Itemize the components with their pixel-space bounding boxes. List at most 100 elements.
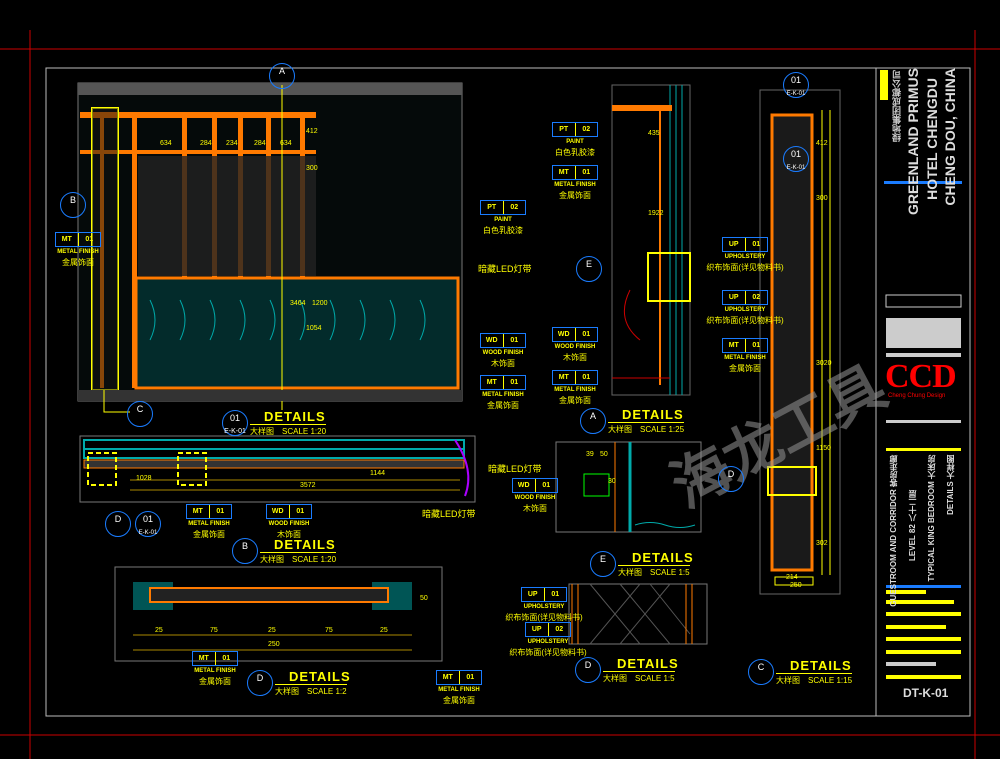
tag-chinese-label: 木饰面 xyxy=(563,353,587,362)
dimension-label: 25 xyxy=(155,627,163,634)
detail-cn: 大样图 xyxy=(250,427,274,436)
section-id[interactable]: E xyxy=(585,259,592,269)
detail-id: D xyxy=(584,660,592,670)
dimension-label: 75 xyxy=(210,627,218,634)
detail-id: E xyxy=(599,554,606,564)
tag-chinese-label: 金属饰面 xyxy=(193,530,225,539)
detail-cn: 大样图 xyxy=(618,568,642,577)
title-block-graphics xyxy=(880,70,962,679)
detail-subtitle: 大样图 SCALE 1:15 xyxy=(776,673,853,686)
section-ref: E-K-01 xyxy=(138,530,158,536)
project-line-1: GREENLAND PRIMUS xyxy=(905,68,921,216)
tag-number: 02 xyxy=(555,626,564,633)
tag-chinese-label: 木饰面 xyxy=(523,504,547,513)
tag-chinese-label: 金属饰面 xyxy=(443,696,475,705)
dimension-label: 39 xyxy=(586,451,594,458)
tag-number: 01 xyxy=(582,374,591,381)
drawing-line-1: GUESTROOM AND CORRIDOR 客房走廊 xyxy=(889,455,898,607)
tag-chinese-label: 木饰面 xyxy=(491,359,515,368)
tag-number: 02 xyxy=(752,294,761,301)
section-ref: E-K-01 xyxy=(786,165,806,171)
dimension-label: 302 xyxy=(816,540,828,547)
section-id[interactable]: B xyxy=(69,195,76,205)
section-id[interactable]: 01 xyxy=(790,149,801,159)
section-marker: D xyxy=(718,466,744,492)
detail-title: DETAILS xyxy=(289,669,351,684)
tag-english-label: UPHOLSTERY xyxy=(527,639,569,645)
dimension-label: 30 xyxy=(608,478,616,485)
section-id[interactable]: A xyxy=(278,66,285,76)
tag-number: 01 xyxy=(752,342,761,349)
detail-cn: 大样图 xyxy=(608,425,632,434)
tag-code: MT xyxy=(193,652,216,665)
tag-english-label: METAL FINISH xyxy=(438,687,480,693)
detail-d-plan xyxy=(114,566,443,662)
tag-number: 01 xyxy=(510,379,519,386)
section-marker: A xyxy=(269,63,295,89)
detail-scale: SCALE 1:15 xyxy=(808,676,853,685)
dimension-label: 300 xyxy=(306,165,318,172)
dimension-label: 435 xyxy=(648,130,660,137)
dimension-label: 25 xyxy=(380,627,388,634)
detail-id: C xyxy=(757,662,765,672)
detail-cn: 大样图 xyxy=(776,676,800,685)
tag-english-label: WOOD FINISH xyxy=(482,350,524,356)
detail-cn: 大样图 xyxy=(260,555,284,564)
detail-b xyxy=(79,435,476,503)
tag-english-label: METAL FINISH xyxy=(188,521,230,527)
material-tag: MT 01 xyxy=(186,504,232,519)
detail-scale: SCALE 1:25 xyxy=(640,425,685,434)
tag-number: 01 xyxy=(582,331,591,338)
dimension-label: 634 xyxy=(160,140,172,147)
dimension-label: 412 xyxy=(816,140,828,147)
tag-english-label: METAL FINISH xyxy=(482,392,524,398)
detail-cn: 大样图 xyxy=(603,674,627,683)
section-id[interactable]: 01 xyxy=(142,514,153,524)
detail-marker: C xyxy=(748,659,774,685)
drawing-line-4: DETAILS 大样图 xyxy=(946,455,955,515)
detail-subtitle: 大样图 SCALE 1:20 xyxy=(260,552,337,565)
project-line-3: CHENG DOU, CHINA xyxy=(942,68,958,206)
tag-english-label: WOOD FINISH xyxy=(554,344,596,350)
section-id[interactable]: C xyxy=(136,404,144,414)
dimension-label: 412 xyxy=(306,128,318,135)
tag-number: 01 xyxy=(510,337,519,344)
section-id[interactable]: D xyxy=(727,469,735,479)
section-id[interactable]: 01 xyxy=(790,75,801,85)
dimension-label: 1054 xyxy=(306,325,322,332)
detail-scale: SCALE 1:5 xyxy=(635,674,675,683)
dimension-label: 250 xyxy=(790,582,802,589)
tag-code: WD xyxy=(267,505,290,518)
sheet-frame xyxy=(0,30,1000,759)
detail-title: DETAILS xyxy=(617,656,679,671)
led-note: 暗藏LED灯带 xyxy=(422,509,476,519)
dimension-label: 1028 xyxy=(136,475,152,482)
tag-english-label: PAINT xyxy=(494,217,512,223)
tag-chinese-label: 木饰面 xyxy=(277,530,301,539)
tag-english-label: UPHOLSTERY xyxy=(523,604,565,610)
tag-code: MT xyxy=(187,505,210,518)
detail-subtitle: 大样图 SCALE 1:25 xyxy=(608,422,685,435)
tag-number: 01 xyxy=(85,236,94,243)
detail-cn: 大样图 xyxy=(275,687,299,696)
detail-id: 01 xyxy=(229,413,240,423)
dimension-label: 50 xyxy=(420,595,428,602)
dimension-label: 634 xyxy=(280,140,292,147)
tag-number: 01 xyxy=(216,508,225,515)
tag-english-label: METAL FINISH xyxy=(194,668,236,674)
section-id[interactable]: D xyxy=(114,514,122,524)
detail-scale: SCALE 1:20 xyxy=(292,555,337,564)
